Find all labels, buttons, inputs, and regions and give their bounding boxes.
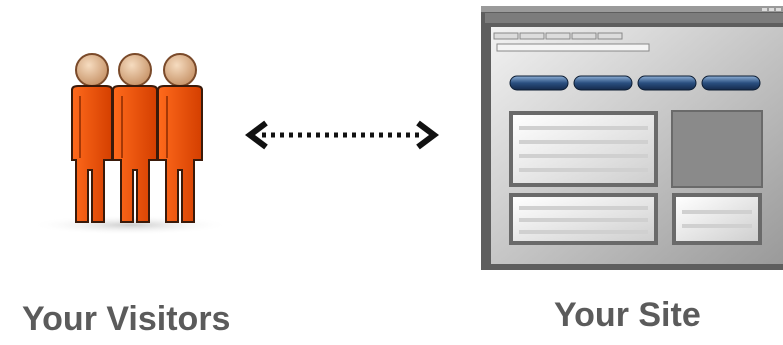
address-bar [496, 43, 650, 52]
bidirectional-arrow-icon [245, 120, 439, 150]
people-group-icon [30, 53, 230, 235]
content-panel-bottom-left [509, 193, 658, 245]
website-wireframe-icon [481, 6, 783, 270]
visitors-label: Your Visitors [22, 300, 231, 338]
image-placeholder [671, 110, 763, 188]
site-label: Your Site [554, 296, 701, 334]
browser-tabs [493, 32, 623, 40]
content-panel-bottom-right [672, 193, 762, 245]
content-panel-main [509, 111, 658, 187]
person-icon [71, 53, 113, 223]
nav-buttons [509, 75, 761, 91]
person-icon [157, 53, 203, 223]
person-icon [112, 53, 158, 223]
